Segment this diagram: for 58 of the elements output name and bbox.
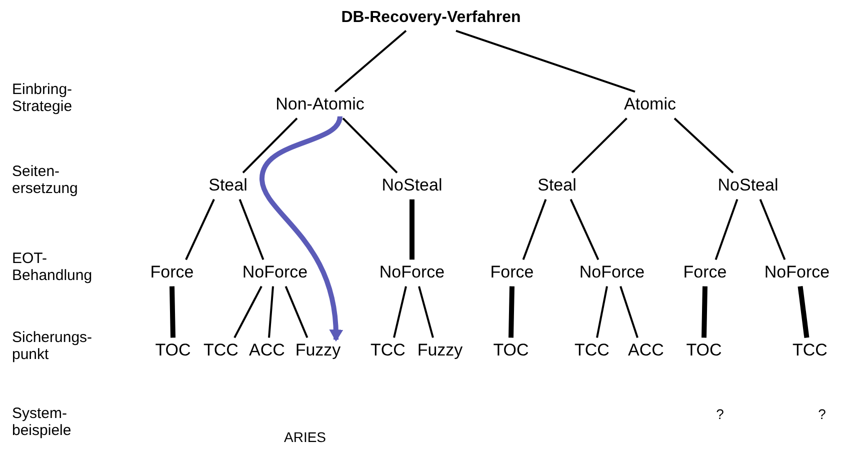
tree-node-label: Force — [683, 264, 727, 282]
tree-node-label: TCC — [204, 342, 238, 360]
tree-node-label: Non-Atomic — [276, 96, 364, 114]
tree-line — [234, 286, 262, 338]
tree-line — [508, 286, 514, 338]
tree-line — [522, 199, 547, 260]
tree-node-label: Fuzzy — [295, 342, 341, 360]
tree-node-label: NoForce — [579, 264, 645, 282]
tree-line — [702, 286, 708, 338]
tree-line — [185, 198, 215, 260]
tree-line — [570, 198, 600, 260]
tree-line — [714, 199, 738, 260]
tree-node-label: TOC — [155, 342, 191, 360]
tree-node-label: Force — [490, 264, 534, 282]
row-heading: EOT- Behandlung — [12, 251, 92, 284]
tree-line — [284, 286, 308, 338]
tree-node-label: NoForce — [242, 264, 308, 282]
unknown-mark: ? — [716, 406, 724, 422]
tree-node-label: TOC — [686, 342, 722, 360]
tree-line — [620, 286, 638, 338]
row-heading: Seiten- ersetzung — [12, 164, 79, 197]
row-heading: Sicherungs- punkt — [12, 330, 92, 363]
tree-line — [596, 286, 608, 338]
tree-node-label: NoForce — [379, 264, 445, 282]
tree-node-label: Force — [150, 264, 194, 282]
tree-node-label: ACC — [628, 342, 664, 360]
tree-node-label: Fuzzy — [417, 342, 463, 360]
tree-node-label: Steal — [538, 176, 576, 196]
system-example: ARIES — [284, 429, 326, 445]
tree-line — [759, 198, 786, 260]
tree-node-label: Atomic — [624, 96, 676, 114]
tree-line — [418, 286, 434, 338]
tree-line — [393, 286, 407, 338]
tree-line — [456, 30, 636, 93]
tree-line — [674, 118, 734, 174]
tree-line — [268, 286, 274, 338]
tree-line — [334, 30, 407, 92]
tree-node-label: ACC — [249, 342, 285, 360]
curved-arrow — [260, 116, 343, 342]
tree-node-label: TCC — [792, 342, 828, 360]
tree-node-label: NoSteal — [382, 176, 442, 196]
tree-line — [571, 118, 628, 174]
tree-node-label: TCC — [574, 342, 610, 360]
tree-node-label: Steal — [208, 176, 248, 196]
unknown-mark: ? — [818, 406, 826, 422]
tree-node-label: TOC — [493, 342, 529, 360]
row-heading: Einbring- Strategie — [12, 82, 74, 115]
tree-line — [798, 286, 810, 338]
row-heading: System- beispiele — [12, 406, 72, 439]
tree-line — [170, 286, 176, 338]
tree-line — [242, 118, 298, 174]
tree-root-title: DB-Recovery-Verfahren — [341, 9, 521, 27]
tree-line — [342, 118, 398, 174]
tree-node-label: TCC — [370, 342, 406, 360]
tree-node-label: NoSteal — [718, 176, 778, 196]
tree-node-label: NoForce — [764, 264, 830, 282]
tree-line — [238, 198, 264, 260]
tree-line — [410, 199, 414, 260]
